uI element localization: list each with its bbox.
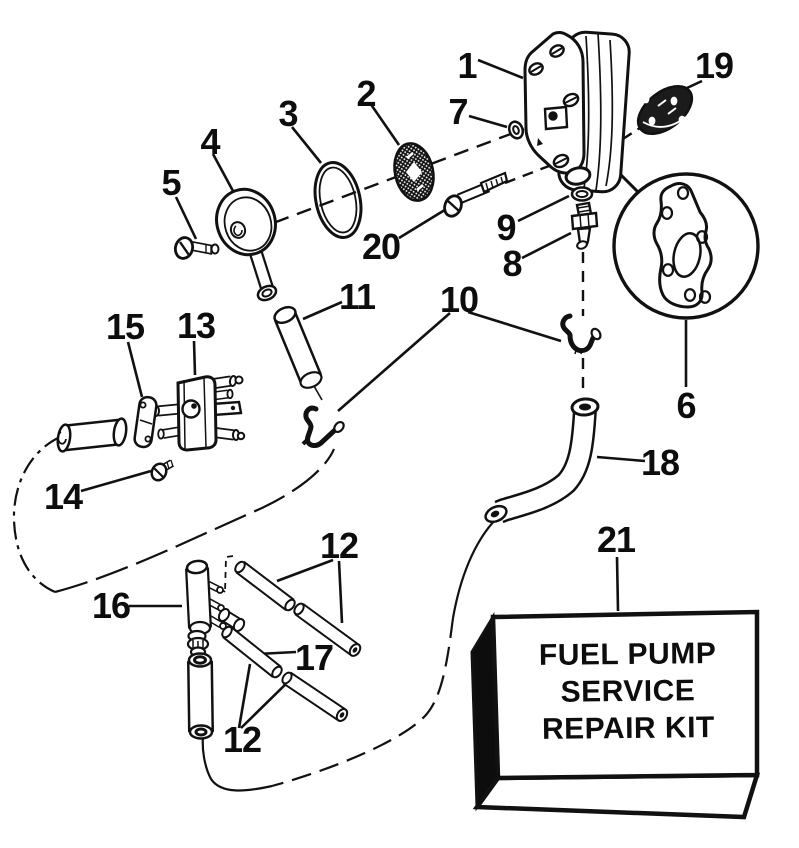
repair-kit-label: FUEL PUMP SERVICE REPAIR KIT [499, 635, 756, 749]
callout-20: 20 [361, 226, 401, 267]
part-1-fuel-pump [523, 30, 631, 194]
kit-label-line-2: SERVICE [560, 674, 696, 709]
callout-11: 11 [338, 276, 376, 317]
callout-18: 18 [640, 442, 680, 483]
part-7-washer [507, 120, 525, 140]
part-2-filter-screen [393, 142, 435, 202]
part-11-fuel-tube [273, 305, 323, 389]
callout-14: 14 [43, 476, 83, 517]
part-14-screw [150, 459, 175, 482]
part-12-hoses [217, 560, 362, 722]
callout-17: 17 [294, 637, 334, 678]
part-19-mounting-pad [636, 84, 694, 136]
callout-7: 7 [448, 91, 468, 132]
callout-21: 21 [596, 519, 636, 560]
pump-cover-screw-icon [528, 44, 580, 169]
part-6-gasket-detail [612, 172, 760, 320]
part-16-filter-assembly [185, 559, 227, 740]
callout-3: 3 [278, 93, 298, 134]
kit-label-line-1: FUEL PUMP [538, 637, 717, 672]
part-20-screw [443, 171, 509, 218]
part-4-pump-cover [215, 187, 278, 302]
part-13-manifold [56, 375, 246, 453]
callout-4: 4 [200, 121, 220, 162]
part-18-elbow-hose [484, 397, 600, 524]
kit-label-line-3: REPAIR KIT [541, 711, 715, 746]
part-3-o-ring [313, 161, 363, 239]
part-8-inlet-fitting [570, 201, 599, 250]
callout-1: 1 [457, 45, 477, 86]
callout-12-upper: 12 [319, 525, 359, 566]
part-10-hose-clamps [301, 313, 602, 448]
callout-9: 9 [496, 207, 516, 248]
callout-10: 10 [439, 279, 479, 320]
part-9-seal-ring [570, 186, 594, 202]
callout-6: 6 [676, 385, 696, 426]
callout-16: 16 [91, 585, 131, 626]
callout-2: 2 [356, 73, 376, 114]
callout-19: 19 [694, 45, 734, 86]
leader-lines [80, 58, 703, 729]
callout-5: 5 [161, 162, 181, 203]
callout-13: 13 [176, 305, 216, 346]
part-17-hose [221, 625, 283, 679]
part-21-repair-kit-box [470, 609, 761, 820]
routing-lines [12, 436, 497, 792]
callout-15: 15 [105, 306, 145, 347]
part-15-gasket-plate [133, 395, 158, 449]
part-5-screw [173, 236, 220, 260]
callout-8: 8 [502, 243, 522, 284]
callout-12-lower: 12 [222, 719, 262, 760]
